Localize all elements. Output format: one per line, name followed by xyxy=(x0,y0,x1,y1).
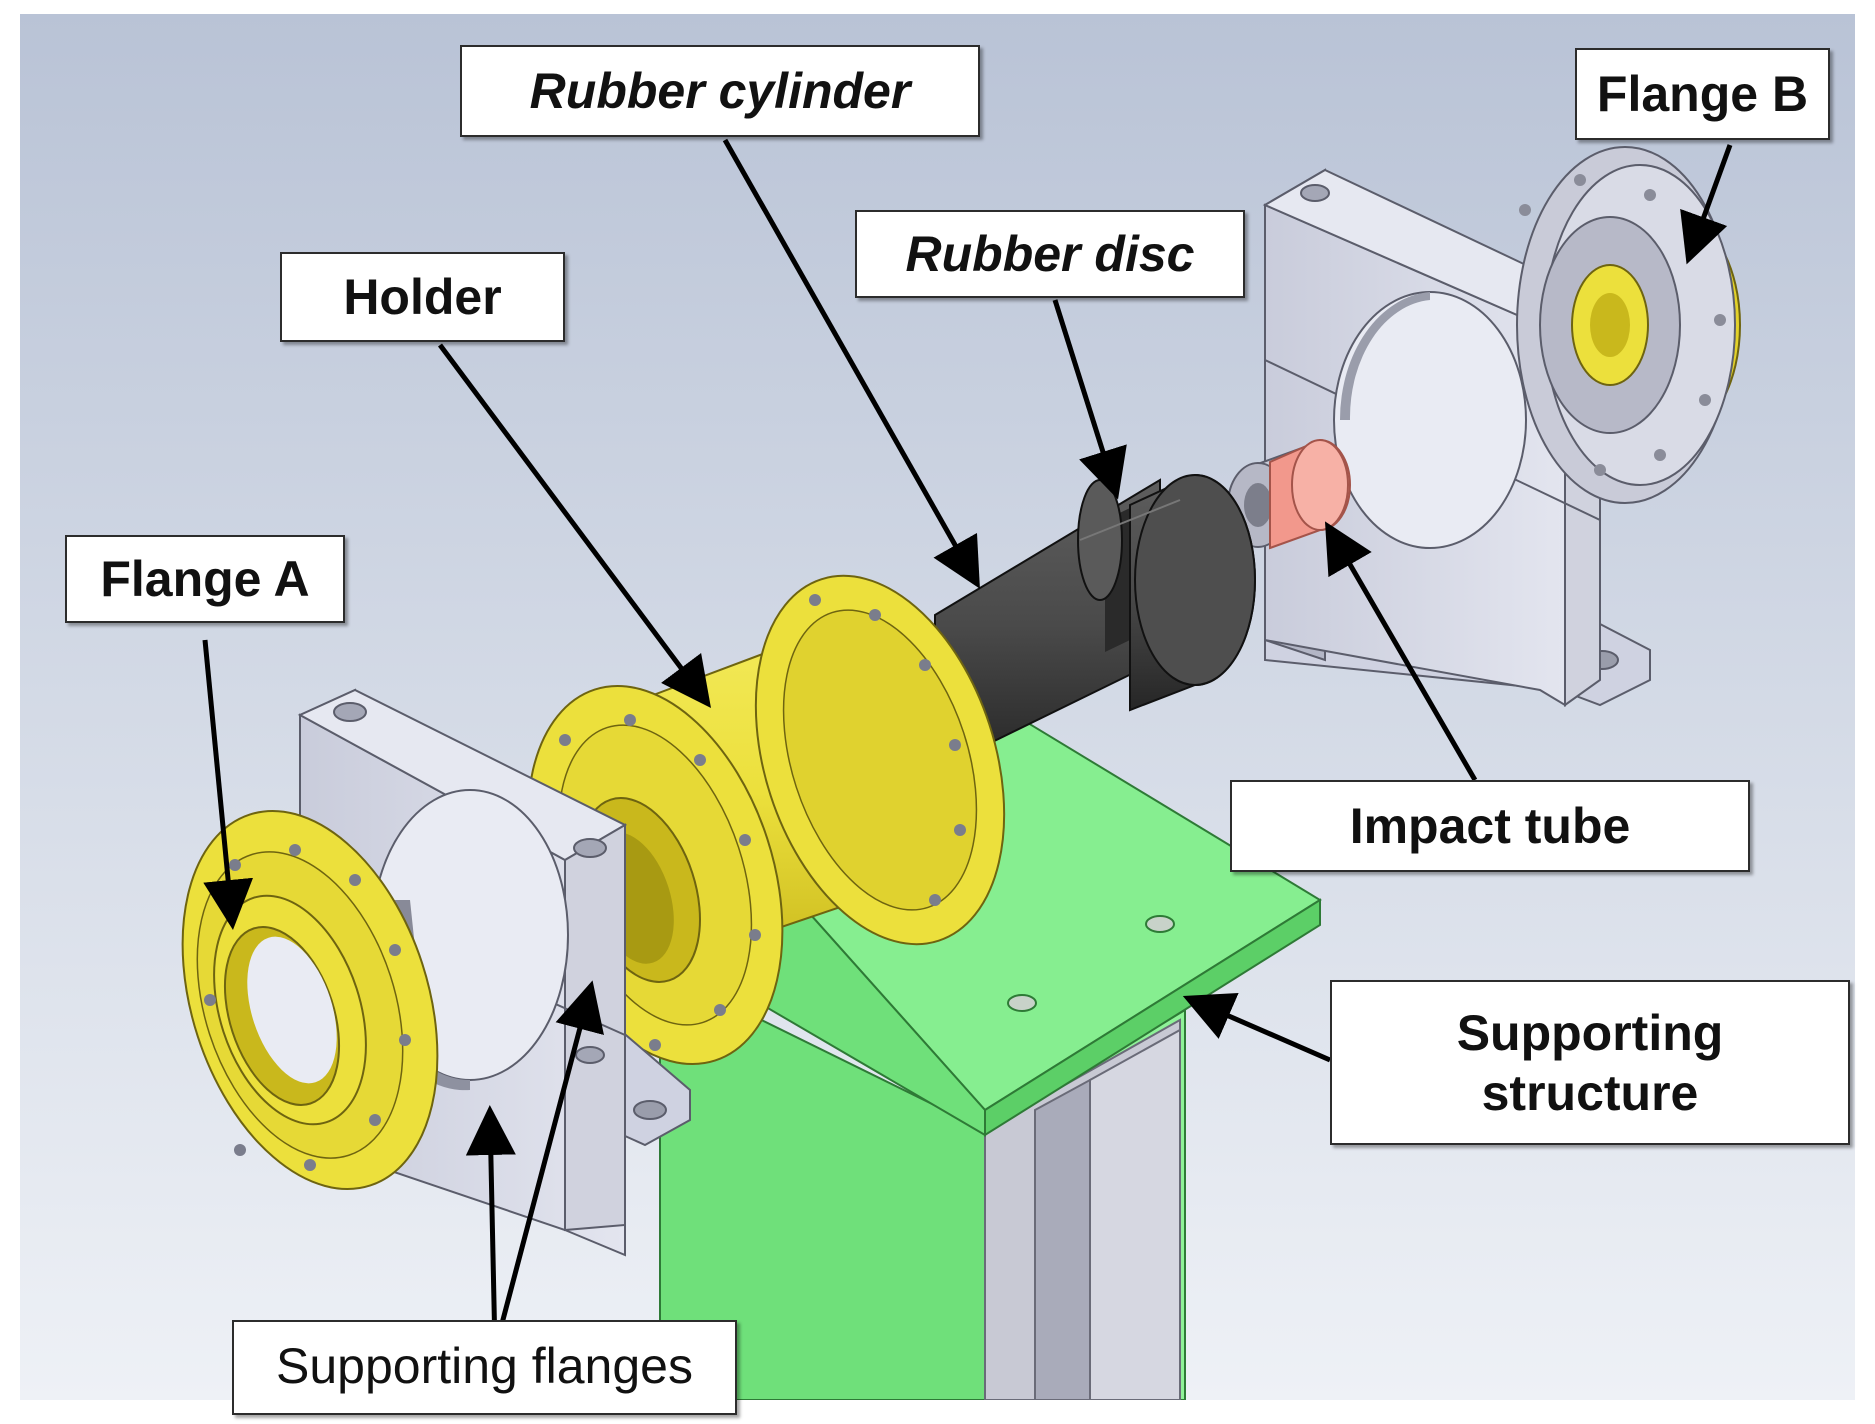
label-impact-tube-text: Impact tube xyxy=(1349,798,1631,854)
label-supporting-structure: Supporting structure xyxy=(1330,980,1850,1145)
impact-tube xyxy=(1227,438,1351,550)
arrow-holder xyxy=(437,343,711,709)
label-impact-tube: Impact tube xyxy=(1230,780,1750,872)
label-flange-b-text: Flange B xyxy=(1596,66,1809,122)
arrow-flange-a xyxy=(202,639,254,930)
arrow-rubber-disc xyxy=(1052,299,1127,500)
label-holder: Holder xyxy=(280,252,565,342)
label-flange-a: Flange A xyxy=(65,535,345,623)
arrow-supporting-flanges-2 xyxy=(492,980,604,1351)
label-supporting-flanges-text: Supporting flanges xyxy=(276,1338,693,1394)
label-holder-text: Holder xyxy=(343,269,502,325)
arrow-supporting-structure xyxy=(1182,993,1331,1063)
arrow-flange-b xyxy=(1680,144,1733,265)
label-flange-a-text: Flange A xyxy=(100,551,310,607)
label-rubber-cylinder-text: Rubber cylinder xyxy=(529,63,911,119)
label-flange-b: Flange B xyxy=(1575,48,1830,140)
label-rubber-cylinder: Rubber cylinder xyxy=(460,45,980,137)
label-rubber-disc: Rubber disc xyxy=(855,210,1245,298)
leader-arrows xyxy=(202,138,1733,1351)
arrow-supporting-flanges-1 xyxy=(465,1105,516,1351)
label-rubber-disc-text: Rubber disc xyxy=(905,226,1195,282)
arrow-impact-tube xyxy=(1324,521,1478,782)
arrow-rubber-cylinder xyxy=(722,138,980,589)
rubber-parts xyxy=(934,473,1256,772)
label-supporting-structure-line1: Supporting xyxy=(1456,1004,1724,1061)
label-supporting-flanges: Supporting flanges xyxy=(232,1320,737,1415)
label-supporting-structure-line2: structure xyxy=(1481,1064,1699,1121)
